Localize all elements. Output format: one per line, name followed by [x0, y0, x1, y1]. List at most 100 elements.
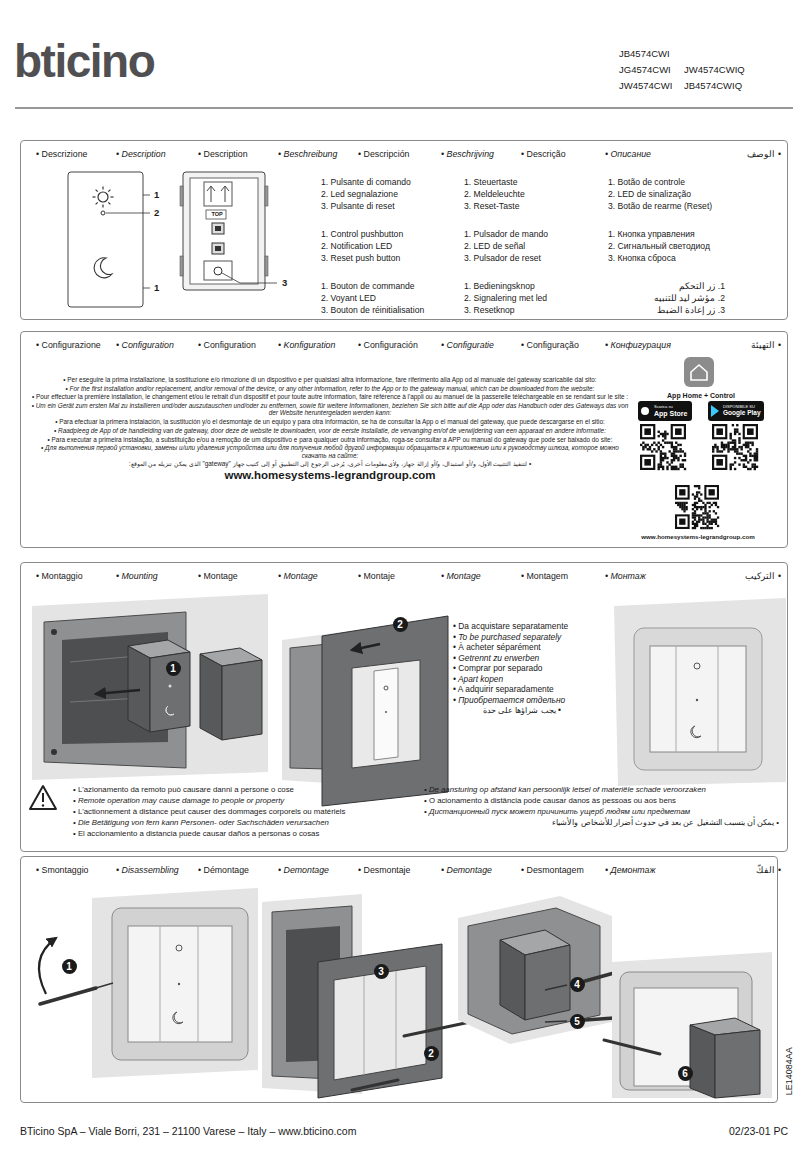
info-paragraph: • For the first installation and/or repl… [31, 385, 629, 392]
drawing-part [143, 195, 150, 196]
part-list-item: 1. Pulsante di comando [321, 178, 411, 188]
qr-code [743, 424, 758, 439]
qr-code [664, 442, 666, 444]
drawing-part [40, 988, 96, 1004]
qr-code [730, 468, 732, 470]
qr-code [671, 446, 673, 448]
qr-code [743, 455, 745, 457]
qr-code [698, 491, 700, 493]
qr-code [666, 466, 668, 468]
qr-code [716, 448, 718, 450]
qr-code [719, 450, 721, 452]
qr-code [732, 442, 734, 444]
drawing-part [176, 945, 182, 951]
qr-code [702, 502, 704, 504]
qr-code [715, 523, 717, 525]
qr-code [649, 446, 651, 448]
qr-code [675, 428, 682, 435]
section-heading: • الوصف [661, 149, 781, 159]
part-list-item: 2. Сигнальный светодиод [608, 242, 710, 252]
qr-code [700, 527, 702, 529]
warning-text: • L'azionamento da remoto può causare da… [73, 786, 294, 795]
qr-code [684, 455, 686, 457]
qr-code [647, 444, 649, 446]
qr-code [749, 468, 751, 470]
drawing-part [183, 172, 265, 290]
drawing-part [30, 786, 56, 809]
qr-code [666, 468, 668, 470]
qr-code [714, 457, 725, 468]
drawing-part [545, 1021, 567, 1022]
qr-code [683, 508, 685, 510]
qr-code [704, 523, 706, 525]
qr-code [658, 466, 660, 468]
drawing-part [458, 896, 612, 1044]
drawing-part [178, 983, 180, 985]
part-list-item: 3. Bouton de réinitialisation [321, 306, 424, 316]
qr-code [671, 468, 673, 470]
drawing-part [385, 711, 387, 713]
qr-code [692, 504, 694, 506]
qr-code [660, 461, 662, 463]
qr-code [653, 448, 655, 450]
qr-code [709, 527, 711, 529]
qr-code [675, 450, 677, 452]
qr-code [679, 463, 681, 465]
drawing-part [96, 983, 113, 988]
drawing-part [374, 668, 398, 760]
qr-code [745, 457, 747, 459]
accessory-note: • يجب شراؤها على حدة [441, 706, 561, 716]
section-heading: • Демонтаж [605, 865, 655, 875]
qr-code [684, 452, 686, 454]
qr-code [679, 489, 685, 495]
qr-code [712, 424, 758, 470]
drawing-part [101, 211, 105, 215]
qr-code [716, 428, 723, 435]
qr-code [682, 466, 684, 468]
qr-code [685, 502, 687, 504]
qr-code [696, 521, 698, 523]
callout-number: 1 [154, 190, 159, 201]
qr-code [706, 502, 708, 504]
section-heading: • Configuração [521, 340, 579, 350]
qr-code [740, 459, 742, 461]
qr-code [730, 433, 732, 435]
mounting-step-insert [32, 594, 268, 780]
drawing-part [204, 261, 232, 280]
section-heading: • التهيئة [661, 340, 781, 350]
part-list-item: 1. Bouton de commande [321, 282, 415, 292]
qr-code [721, 446, 723, 448]
drawing-part [690, 1025, 715, 1098]
qr-code [709, 516, 711, 518]
part-list-item: 2. Notification LED [321, 242, 392, 252]
qr-code [677, 457, 679, 459]
drawing-part [111, 196, 114, 197]
qr-code [675, 485, 690, 500]
accessory-note: • À acheter séparément [453, 643, 541, 653]
website-url: www.homesystems-legrandgroup.com [633, 533, 763, 540]
section-heading: • Конфигурация [605, 340, 671, 350]
qr-code [736, 424, 738, 426]
section-heading: • Montagem [521, 571, 568, 581]
section-heading: • Description [116, 149, 166, 159]
qr-code [700, 493, 702, 495]
store-badge-text: App Store [654, 410, 687, 417]
qr-code [694, 506, 696, 508]
drawing-part [334, 966, 426, 1080]
qr-code [671, 466, 673, 468]
qr-code [660, 457, 662, 459]
qr-code [727, 446, 729, 448]
qr-code [723, 448, 725, 450]
qr-code [709, 502, 711, 504]
qr-code [692, 516, 694, 518]
qr-code [679, 444, 681, 446]
part-list-item: 2. Voyant LED [321, 294, 376, 304]
qr-code [673, 457, 675, 459]
qr-code [677, 450, 679, 452]
qr-code [754, 452, 756, 454]
qr-code [736, 452, 738, 454]
qr-code [732, 439, 734, 441]
qr-codes [640, 424, 758, 529]
part-list-item: 3. Кнопка сброса [608, 254, 676, 264]
qr-code [660, 452, 662, 454]
